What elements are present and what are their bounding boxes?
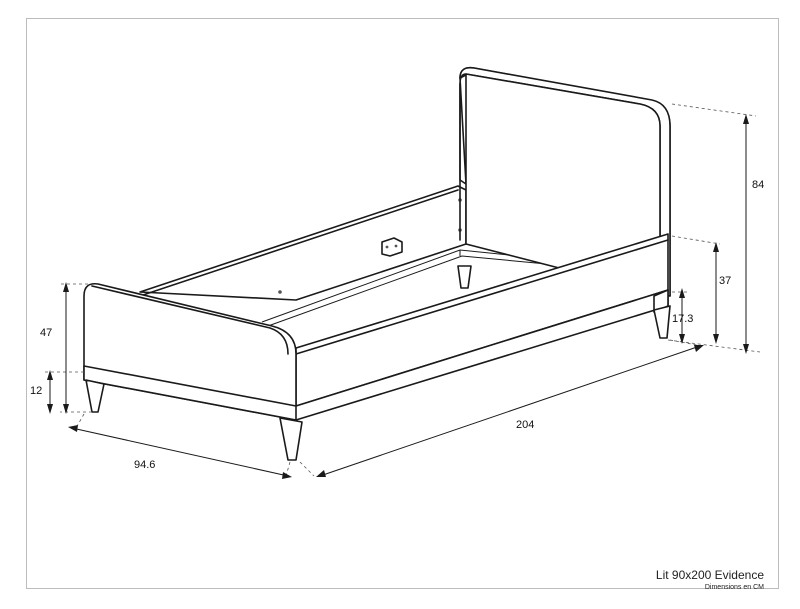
inner-leg (457, 265, 472, 289)
drawing-frame (26, 18, 779, 589)
footboard (83, 282, 297, 421)
dim-label-footboard-height: 47 (40, 327, 52, 339)
drawing-subtitle: Dimensions en CM (704, 584, 764, 591)
dim-label-side-rail-height: 37 (719, 275, 731, 287)
dim-label-width: 94.6 (134, 459, 155, 471)
headboard (459, 66, 671, 297)
dimension-lines (47, 114, 749, 479)
dim-label-frame-height: 17.3 (672, 313, 693, 325)
dim-label-headboard-height: 84 (752, 179, 764, 191)
dim-label-length: 204 (516, 419, 534, 431)
far-side-rail (139, 185, 467, 301)
corner-bracket (381, 237, 403, 257)
dim-label-leg-height: 12 (30, 385, 42, 397)
drawing-title: Lit 90x200 Evidence (655, 568, 764, 582)
legs (85, 305, 671, 461)
